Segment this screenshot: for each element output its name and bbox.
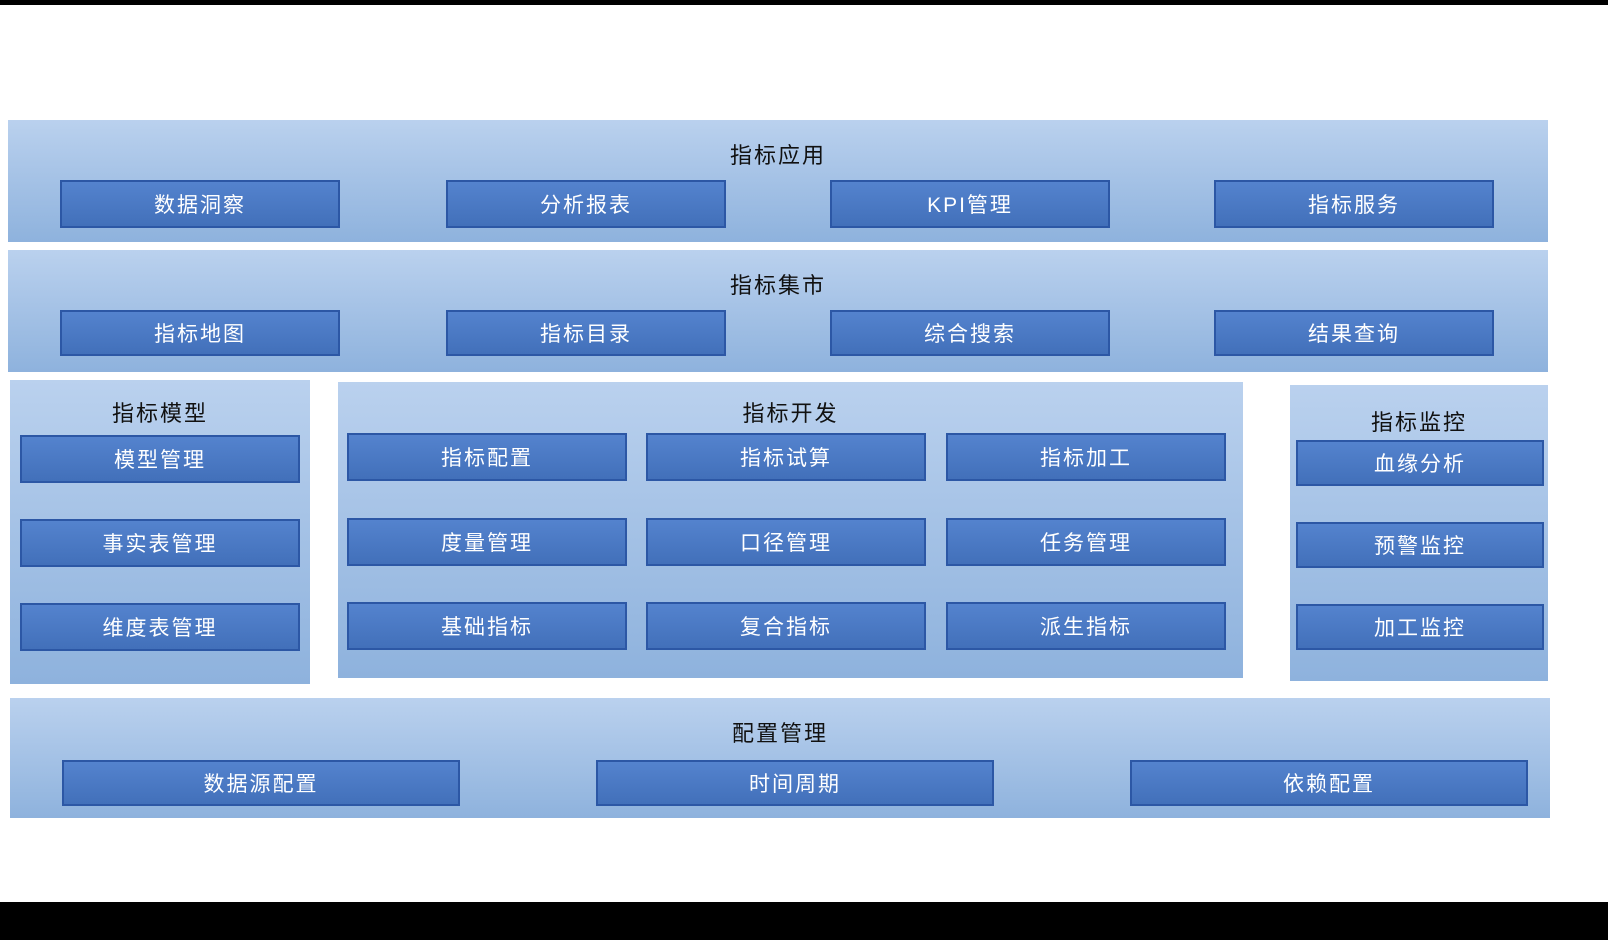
- panel-indicator-market: 指标集市 指标地图 指标目录 综合搜索 结果查询: [8, 250, 1548, 372]
- diagram-box-processing-monitoring: 加工监控: [1296, 604, 1544, 650]
- panel-indicator-application: 指标应用 数据洞察 分析报表 KPI管理 指标服务: [8, 120, 1548, 242]
- diagram-box-indicator-config: 指标配置: [347, 433, 627, 481]
- diagram-box-lineage-analysis: 血缘分析: [1296, 440, 1544, 486]
- diagram-box-indicator-catalog: 指标目录: [446, 310, 726, 356]
- diagram-box-dimension-table-management: 维度表管理: [20, 603, 300, 651]
- panel-config-management: 配置管理 数据源配置 时间周期 依赖配置: [10, 698, 1550, 818]
- diagram-box-kpi-management: KPI管理: [830, 180, 1110, 228]
- diagram-box-composite-indicator: 复合指标: [646, 602, 926, 650]
- panel-title-indicator-market: 指标集市: [729, 273, 826, 298]
- panel-title-indicator-model: 指标模型: [111, 401, 208, 426]
- diagram-box-model-management: 模型管理: [20, 435, 300, 483]
- diagram-box-indicator-processing: 指标加工: [946, 433, 1226, 481]
- diagram-box-comprehensive-search: 综合搜索: [830, 310, 1110, 356]
- diagram-box-basic-indicator: 基础指标: [347, 602, 627, 650]
- diagram-box-caliber-management: 口径管理: [646, 518, 926, 566]
- panel-title-indicator-monitoring: 指标监控: [1370, 410, 1467, 435]
- diagram-box-datasource-config: 数据源配置: [62, 760, 460, 806]
- diagram-box-indicator-trial-calc: 指标试算: [646, 433, 926, 481]
- diagram-box-alert-monitoring: 预警监控: [1296, 522, 1544, 568]
- letterbox-bottom: [0, 902, 1608, 940]
- diagram-box-data-insight: 数据洞察: [60, 180, 340, 228]
- panel-title-config-management: 配置管理: [731, 721, 828, 746]
- panel-indicator-monitoring: 指标监控 血缘分析 预警监控 加工监控: [1290, 385, 1548, 681]
- diagram-box-time-period: 时间周期: [596, 760, 994, 806]
- letterbox-top: [0, 0, 1608, 5]
- panel-title-indicator-application: 指标应用: [729, 143, 826, 168]
- diagram-box-indicator-service: 指标服务: [1214, 180, 1494, 228]
- panel-title-indicator-development: 指标开发: [742, 401, 839, 426]
- diagram-box-dependency-config: 依赖配置: [1130, 760, 1528, 806]
- diagram-box-task-management: 任务管理: [946, 518, 1226, 566]
- diagram-box-result-query: 结果查询: [1214, 310, 1494, 356]
- panel-indicator-development: 指标开发 指标配置 指标试算 指标加工 度量管理 口径管理 任务管理 基础指标 …: [338, 382, 1243, 678]
- diagram-box-measure-management: 度量管理: [347, 518, 627, 566]
- diagram-box-fact-table-management: 事实表管理: [20, 519, 300, 567]
- diagram-box-analysis-report: 分析报表: [446, 180, 726, 228]
- diagram-box-derived-indicator: 派生指标: [946, 602, 1226, 650]
- panel-indicator-model: 指标模型 模型管理 事实表管理 维度表管理: [10, 380, 310, 684]
- diagram-box-indicator-map: 指标地图: [60, 310, 340, 356]
